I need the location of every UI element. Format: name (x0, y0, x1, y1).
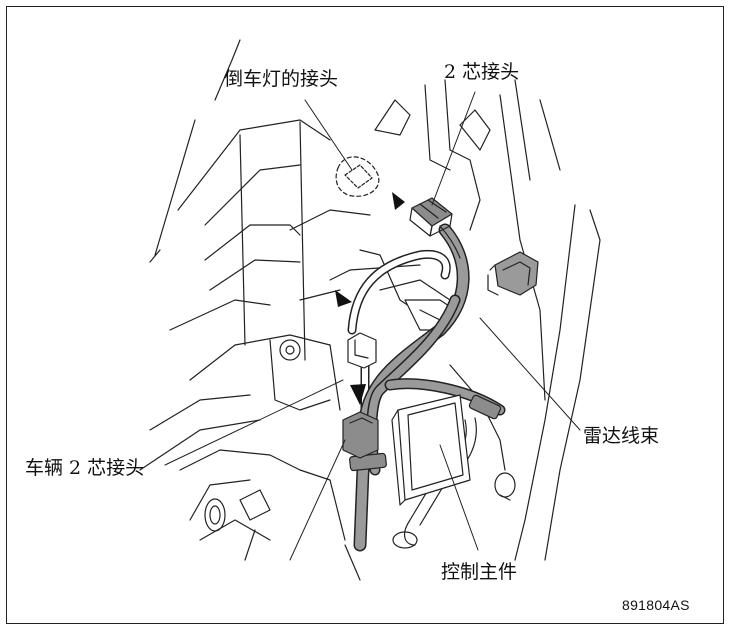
figure-code: 891804AS (622, 597, 690, 613)
backup-light-connector-label: 倒车灯的接头 (224, 68, 339, 90)
radar-harness-shape (353, 223, 506, 552)
direction-arrows (335, 192, 405, 405)
two-pin-connector-label: 2 芯接头 (444, 61, 520, 83)
two-pin-connector-shape (409, 197, 461, 259)
leader-lines (164, 91, 581, 561)
side-connector-shape (487, 251, 539, 296)
radar-harness-label: 雷达线束 (583, 425, 660, 447)
control-unit-label: 控制主件 (441, 561, 518, 583)
vehicle-two-pin-connector-shape (342, 332, 379, 459)
backup-light-connector-shape (335, 156, 380, 197)
control-unit-shape (391, 394, 471, 506)
background-structure (329, 79, 601, 561)
vehicle-two-pin-connector-label: 车辆 2 芯接头 (25, 457, 145, 479)
body-panel-outline (139, 39, 371, 581)
